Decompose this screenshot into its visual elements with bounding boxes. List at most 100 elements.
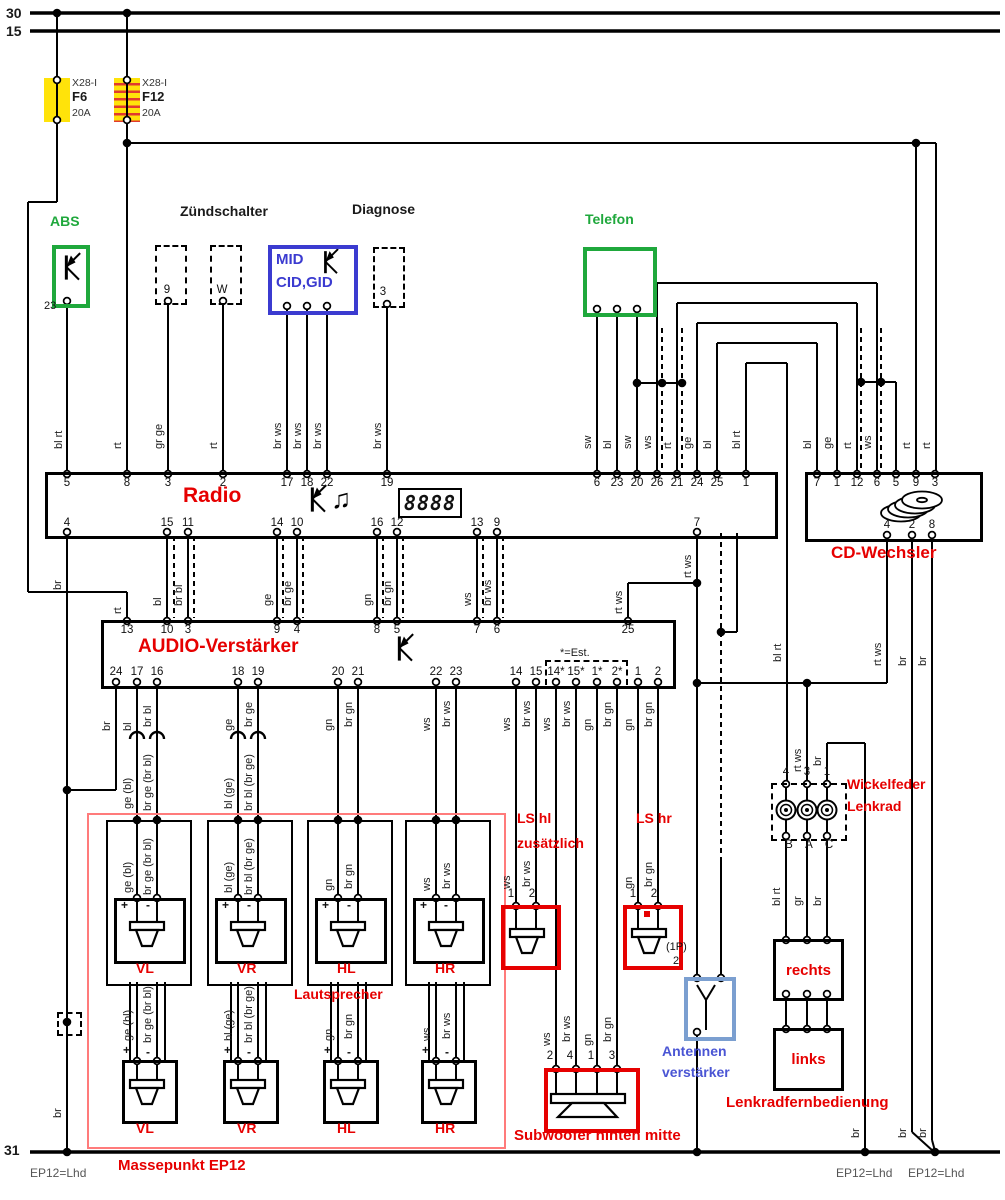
plus-sign: + (222, 898, 230, 912)
wire-label: br ws (292, 422, 304, 449)
pin-number: 2 (654, 666, 662, 678)
wire-label: rt ws (682, 554, 694, 578)
wire-label: br (897, 656, 909, 666)
wire-label: gn (323, 1028, 335, 1041)
pin-number: 1* (591, 666, 603, 678)
pin-number: 15* (567, 666, 585, 678)
pin-number: 9 (912, 477, 920, 489)
minus-sign: - (146, 1045, 150, 1059)
pin-number: 9 (493, 517, 501, 529)
wire-label: rt ws (792, 748, 804, 772)
pin-number: 26 (650, 477, 664, 489)
remote-left-label: links (791, 1051, 826, 1068)
amplifier-title: AUDIO-Verstärker (138, 636, 299, 657)
wire-label: br ws (561, 700, 573, 727)
subwoofer-title: Subwoofer hinten mitte (514, 1127, 681, 1144)
pin-number: 5 (393, 624, 401, 636)
wire-label: gn (323, 718, 335, 731)
pin-number: 14 (509, 666, 523, 678)
wire-label: gn (323, 878, 335, 891)
ep12-label: EP12=Lhd (30, 1166, 87, 1180)
wire-label: ge (682, 436, 694, 449)
pin-number: 20 (331, 666, 345, 678)
ls-hr-marker (644, 911, 650, 917)
pin-number: 10 (160, 624, 174, 636)
wire-label: br ws (482, 579, 494, 606)
phone-box (583, 247, 657, 317)
fuse-f12-name: F12 (142, 89, 165, 104)
pin-number: 17 (280, 477, 294, 489)
pin-number: 20 (630, 477, 644, 489)
wire-label: bl (602, 440, 614, 449)
speaker-vr-label: VR (237, 960, 257, 976)
pin-number: 1 (823, 766, 831, 778)
pin-number: 8 (123, 477, 131, 489)
pin-number: 6 (593, 477, 601, 489)
wire-label: gn (582, 1033, 594, 1046)
est-note: *=Est. (560, 647, 590, 659)
cd-changer-title: CD-Wechsler (831, 543, 937, 562)
pin-number: 18 (300, 477, 314, 489)
speaker-group-frame (87, 813, 506, 1149)
seven-segment-display: 8888 (398, 488, 462, 518)
plus-sign: + (123, 1043, 131, 1057)
diagnosis-title: Diagnose (352, 201, 416, 217)
wire-label: gn (623, 718, 635, 731)
pin-number: 2 (546, 1050, 554, 1062)
speaker-hr-label: HR (435, 1120, 456, 1136)
pin-number: 9 (273, 624, 281, 636)
minus-sign: - (146, 898, 150, 912)
wire-label: br gn (643, 861, 655, 887)
ls-hl-box (501, 905, 561, 970)
pin-number: 1 (742, 477, 750, 489)
ls-hl-title-2: zusätzlich (517, 835, 584, 851)
wire-label: bl rt (772, 643, 784, 662)
wire-label: br ws (521, 700, 533, 727)
ep12-label: EP12=Lhd (908, 1166, 965, 1180)
mid-title-line1: MID (276, 251, 304, 268)
wire-label: br bl (br ge) (243, 838, 255, 895)
radio-title: Radio (183, 484, 242, 507)
pin-number: 3 (164, 477, 172, 489)
coil-spring-title-2: Lenkrad (847, 798, 902, 814)
antenna-pin-label: (1P) (666, 941, 687, 953)
wire-label: br ws (372, 422, 384, 449)
minus-sign: - (445, 1045, 449, 1059)
wire-label: sw (582, 435, 594, 449)
antenna-amp-title-2: verstärker (662, 1064, 730, 1080)
pin-number: C (824, 839, 834, 851)
wire-label: br gn (343, 1013, 355, 1039)
wire-label: br (897, 1128, 909, 1138)
wire-label: br ws (441, 1012, 453, 1039)
wire-label: br ge (br bl) (142, 986, 154, 1043)
pin-number: 1 (507, 888, 515, 900)
pin-number: 1 (587, 1050, 595, 1062)
wire-label: gr (792, 896, 804, 906)
wire-label: ge (822, 436, 834, 449)
wire-label: rt (842, 442, 854, 449)
pin-number: 24 (109, 666, 123, 678)
wire-label: bl (702, 440, 714, 449)
pin-number: 2 (908, 519, 916, 531)
plus-sign: + (224, 1043, 232, 1057)
speaker-hr-label: HR (435, 960, 456, 976)
coil-spring-title-1: Wickelfeder (847, 776, 926, 792)
pin-number: 16 (150, 666, 164, 678)
pin-number: 3 (931, 477, 939, 489)
speaker-hr-lower (421, 1060, 477, 1124)
wire-label: ge (262, 593, 274, 606)
speaker-vl-label: VL (136, 960, 154, 976)
ep12-label: EP12=Lhd (836, 1166, 893, 1180)
wire-label: ws (462, 592, 474, 606)
pin-number: 4 (566, 1050, 574, 1062)
wire-label: bl (152, 597, 164, 606)
remote-right-label: rechts (785, 961, 832, 979)
wire-label: br bl (173, 584, 185, 606)
est-pin-group (545, 660, 628, 685)
pin-number: 9 (163, 284, 171, 296)
wire-label: ge (223, 718, 235, 731)
pin-number: 7 (473, 624, 481, 636)
wire-label: ws (501, 717, 513, 731)
mid-display-box (268, 245, 358, 315)
abs-box (52, 245, 90, 308)
